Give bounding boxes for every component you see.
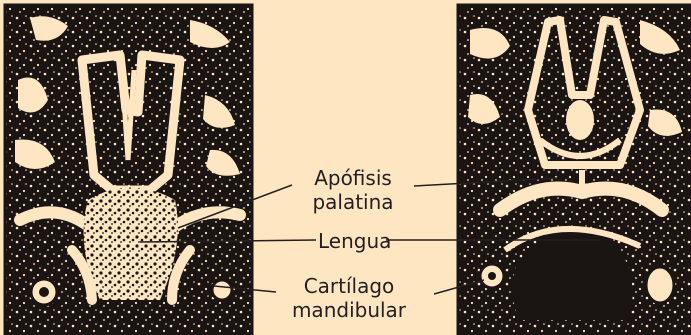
label-cartilago-mandibular: Cartílago mandibular bbox=[279, 274, 419, 322]
label-lengua: Lengua bbox=[318, 229, 390, 253]
label-apofisis-line1: Apófisis bbox=[294, 166, 412, 190]
label-cartilago-line1: Cartílago bbox=[279, 274, 419, 298]
left-micrograph-panel bbox=[5, 5, 252, 334]
label-apofisis-palatina: Apófisis palatina bbox=[294, 166, 412, 214]
label-apofisis-line2: palatina bbox=[294, 190, 412, 214]
right-micrograph-panel bbox=[458, 5, 691, 334]
label-cartilago-line2: mandibular bbox=[279, 298, 419, 322]
